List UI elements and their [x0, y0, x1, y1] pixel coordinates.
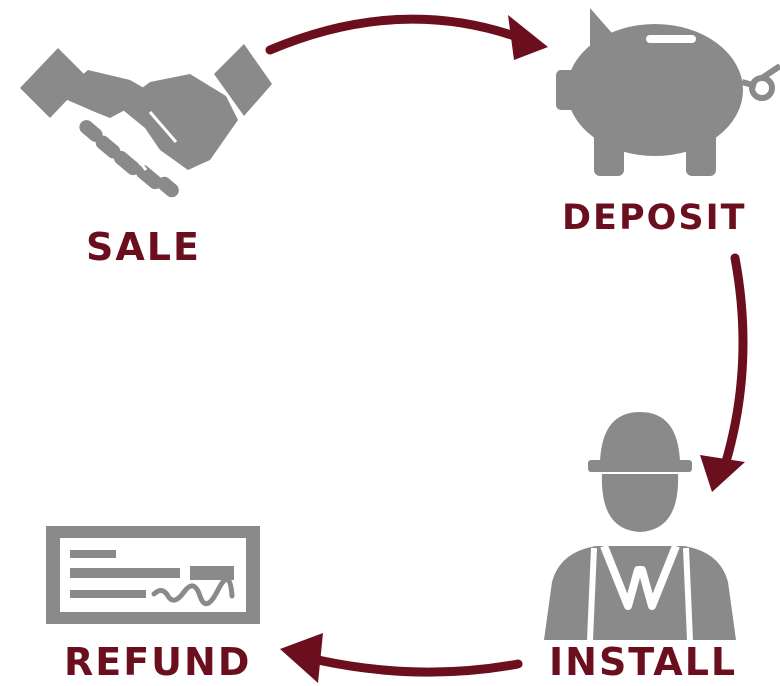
refund-label: REFUND: [64, 640, 252, 684]
deposit-label: DEPOSIT: [562, 198, 747, 238]
check-icon: [46, 526, 260, 624]
construction-worker-icon: [544, 412, 736, 641]
arrow-deposit-to-install: [700, 253, 748, 492]
piggy-bank-icon: [556, 8, 780, 176]
arrow-sale-to-deposit: [265, 14, 548, 60]
sale-label: SALE: [86, 225, 201, 269]
install-label: INSTALL: [549, 640, 738, 684]
arrow-install-to-refund: [280, 633, 523, 683]
handshake-icon: [20, 44, 272, 198]
